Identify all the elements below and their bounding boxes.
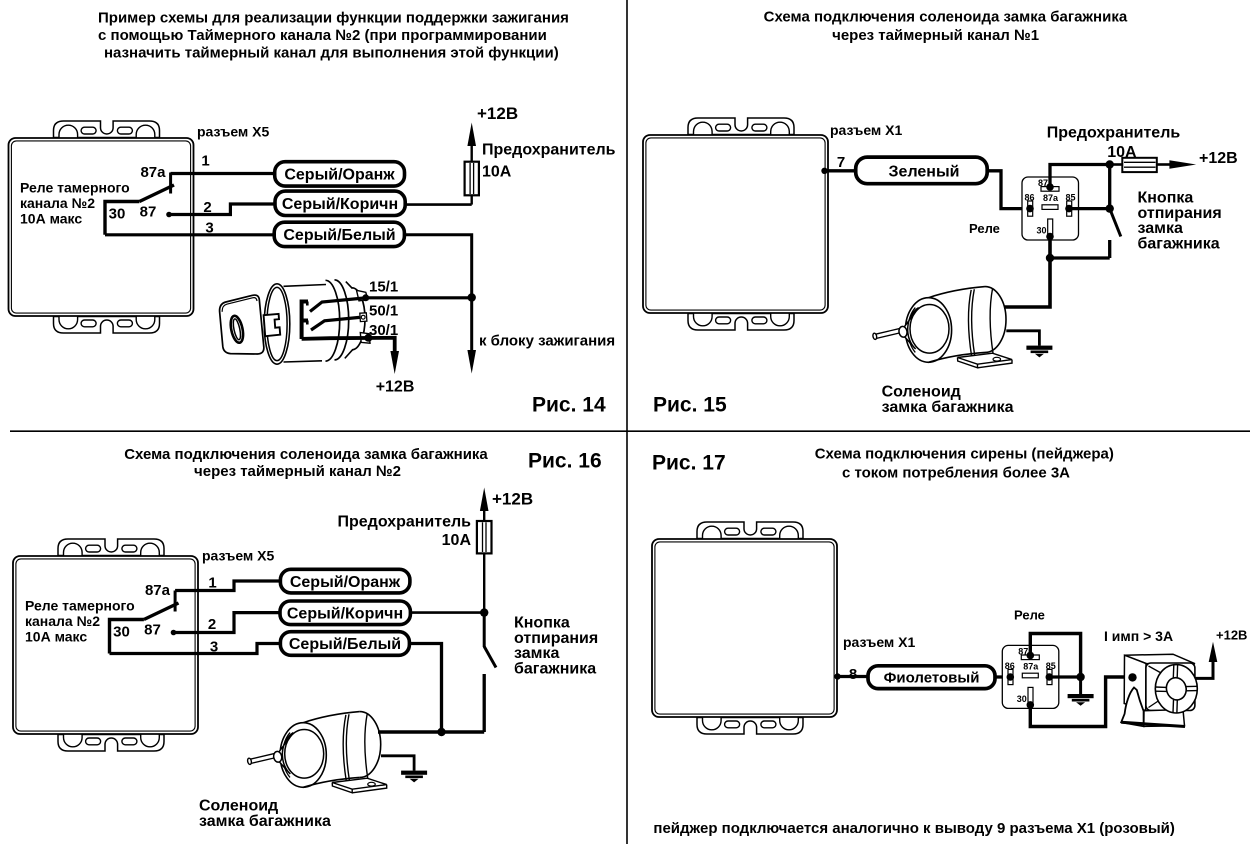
svg-text:+12В: +12В (1216, 628, 1247, 643)
svg-text:+12В: +12В (492, 490, 533, 509)
svg-text:15/1: 15/1 (369, 279, 398, 296)
svg-text:к блоку зажигания: к блоку зажигания (479, 333, 615, 350)
svg-text:замка: замка (514, 645, 559, 662)
svg-text:с помощью Таймерного канала №2: с помощью Таймерного канала №2 (при прог… (98, 27, 547, 44)
svg-text:Серый/Оранж: Серый/Оранж (290, 574, 401, 591)
svg-text:I имп > 3А: I имп > 3А (1104, 628, 1173, 644)
svg-text:Реле тамерного: Реле тамерного (25, 598, 135, 614)
svg-text:Схема подключения соленоида за: Схема подключения соленоида замка багажн… (764, 9, 1128, 26)
svg-text:3: 3 (210, 639, 218, 656)
svg-text:Серый/Белый: Серый/Белый (289, 636, 401, 653)
svg-text:багажника: багажника (1138, 235, 1220, 252)
svg-text:Кнопка: Кнопка (1138, 190, 1194, 207)
svg-text:багажника: багажника (514, 660, 596, 677)
svg-text:Реле: Реле (969, 221, 1000, 236)
svg-text:Рис. 17: Рис. 17 (652, 452, 726, 475)
svg-text:разъем Х5: разъем Х5 (197, 124, 270, 140)
svg-text:Соленоид: Соленоид (199, 798, 278, 815)
svg-text:Фиолетовый: Фиолетовый (884, 670, 980, 687)
svg-text:7: 7 (837, 154, 845, 171)
svg-text:разъем Х5: разъем Х5 (202, 548, 275, 564)
svg-text:87: 87 (140, 204, 157, 221)
svg-text:Предохранитель: Предохранитель (482, 142, 616, 159)
svg-text:2: 2 (203, 199, 211, 216)
svg-text:30: 30 (109, 206, 126, 223)
svg-text:Предохранитель: Предохранитель (337, 514, 471, 531)
svg-text:87а: 87а (140, 164, 166, 181)
svg-text:Схема подключения соленоида за: Схема подключения соленоида замка багажн… (124, 446, 488, 463)
svg-text:Серый/Коричн: Серый/Коричн (282, 196, 398, 213)
svg-text:канала №2: канала №2 (20, 195, 95, 211)
svg-text:Серый/Оранж: Серый/Оранж (284, 167, 395, 184)
svg-text:разъем Х1: разъем Х1 (830, 122, 903, 138)
svg-text:+12В: +12В (477, 104, 518, 123)
svg-text:Соленоид: Соленоид (882, 384, 961, 401)
svg-text:1: 1 (208, 575, 216, 592)
svg-text:Серый/Коричн: Серый/Коричн (287, 606, 403, 623)
svg-text:30/1: 30/1 (369, 322, 398, 339)
svg-text:Предохранитель: Предохранитель (1047, 125, 1181, 142)
svg-text:отпирания: отпирания (514, 630, 598, 647)
svg-text:10А макс: 10А макс (25, 629, 87, 645)
svg-text:30: 30 (113, 624, 130, 641)
svg-text:назначить таймерный канал для: назначить таймерный канал для выполнения… (104, 45, 559, 62)
svg-text:замка багажника: замка багажника (882, 399, 1014, 416)
svg-text:8: 8 (849, 666, 857, 683)
svg-text:Зеленый: Зеленый (889, 164, 960, 181)
svg-text:Кнопка: Кнопка (514, 615, 570, 632)
svg-text:через таймерный канал №1: через таймерный канал №1 (832, 27, 1039, 44)
svg-text:с током потребления более 3А: с током потребления более 3А (842, 465, 1070, 482)
svg-text:Реле: Реле (1014, 608, 1045, 623)
svg-text:10А: 10А (482, 164, 512, 181)
svg-text:10А: 10А (442, 532, 472, 549)
svg-text:50/1: 50/1 (369, 303, 398, 320)
svg-text:пейджер подключается аналогичн: пейджер подключается аналогично к выводу… (653, 820, 1174, 837)
svg-text:87: 87 (144, 622, 161, 639)
svg-text:Серый/Белый: Серый/Белый (283, 227, 395, 244)
svg-text:2: 2 (208, 616, 216, 633)
svg-text:через таймерный канал №2: через таймерный канал №2 (194, 463, 401, 480)
svg-text:10А макс: 10А макс (20, 211, 82, 227)
svg-text:+12В: +12В (1199, 150, 1238, 167)
svg-text:замка багажника: замка багажника (199, 813, 331, 830)
svg-text:Рис. 16: Рис. 16 (528, 450, 602, 473)
svg-text:Схема подключения сирены (пейд: Схема подключения сирены (пейджера) (815, 446, 1114, 463)
svg-text:1: 1 (201, 153, 209, 170)
svg-text:Пример схемы для реализации фу: Пример схемы для реализации функции подд… (98, 10, 569, 27)
svg-text:канала №2: канала №2 (25, 613, 100, 629)
svg-text:замка: замка (1138, 220, 1183, 237)
svg-text:Рис. 15: Рис. 15 (653, 394, 727, 417)
svg-text:87а: 87а (145, 582, 171, 599)
svg-text:10А: 10А (1107, 144, 1137, 161)
svg-text:+12В: +12В (376, 379, 415, 396)
svg-text:разъем Х1: разъем Х1 (843, 634, 916, 650)
svg-text:Рис. 14: Рис. 14 (532, 394, 606, 417)
svg-text:отпирания: отпирания (1138, 205, 1222, 222)
svg-text:3: 3 (205, 220, 213, 237)
svg-text:Реле тамерного: Реле тамерного (20, 180, 130, 196)
